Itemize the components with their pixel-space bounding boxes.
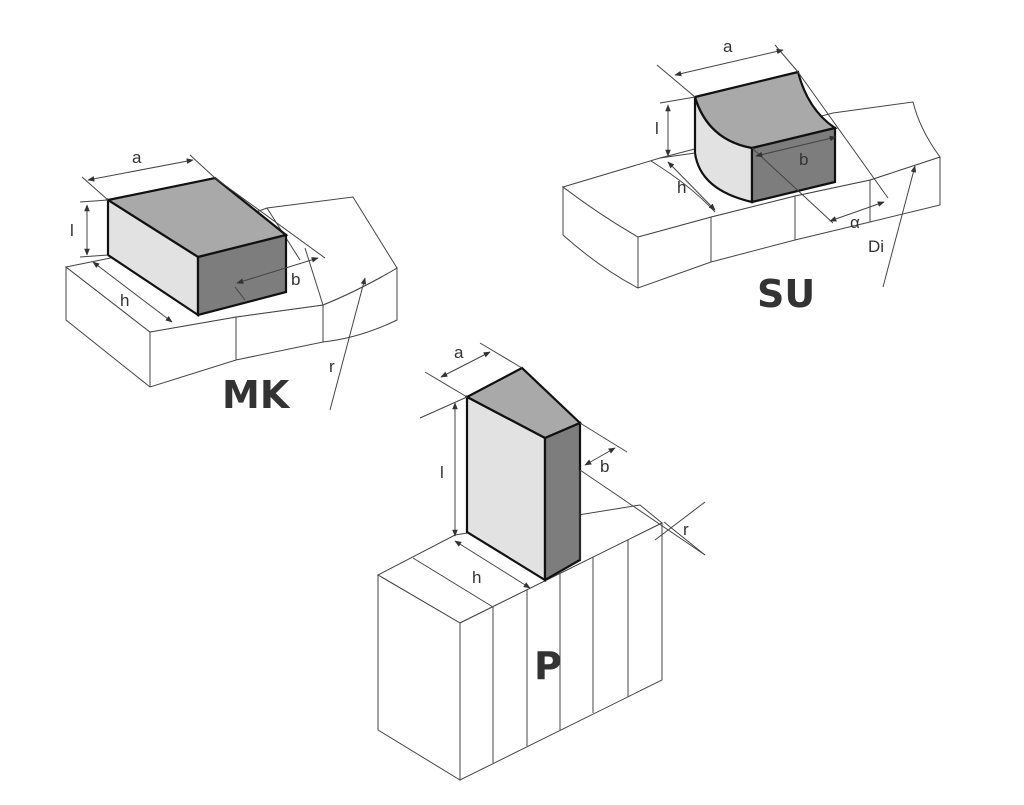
p-label-a: a	[454, 343, 464, 362]
mk-label-b: b	[291, 270, 300, 289]
su-label-b: b	[799, 150, 808, 169]
mk-label-l: l	[70, 221, 74, 240]
su-label-alpha: α	[850, 213, 860, 232]
su-figure: a l h b α Di SU	[561, 37, 941, 316]
su-label-di: Di	[868, 237, 884, 256]
p-block	[464, 366, 582, 582]
p-figure: a l h b r P	[376, 342, 706, 781]
p-block-front	[543, 421, 582, 582]
mk-figure: a l h b r MK	[64, 148, 398, 417]
p-title: P	[534, 644, 562, 688]
p-label-b: b	[600, 457, 609, 476]
su-label-l: l	[655, 119, 659, 138]
mk-title: MK	[222, 373, 291, 417]
p-dimensions: a l h b r	[419, 342, 706, 589]
p-label-h: h	[472, 568, 481, 587]
p-label-l: l	[440, 463, 444, 482]
su-title: SU	[757, 272, 815, 316]
su-dimensions: a l h b α Di	[655, 37, 917, 288]
mk-label-r: r	[329, 357, 335, 376]
p-label-r: r	[683, 520, 689, 539]
su-label-h: h	[677, 178, 686, 197]
mk-label-a: a	[132, 148, 142, 167]
mk-dimensions: a l h b r	[70, 148, 367, 411]
su-block	[693, 70, 838, 204]
mk-label-h: h	[120, 291, 129, 310]
su-label-a: a	[723, 37, 733, 56]
